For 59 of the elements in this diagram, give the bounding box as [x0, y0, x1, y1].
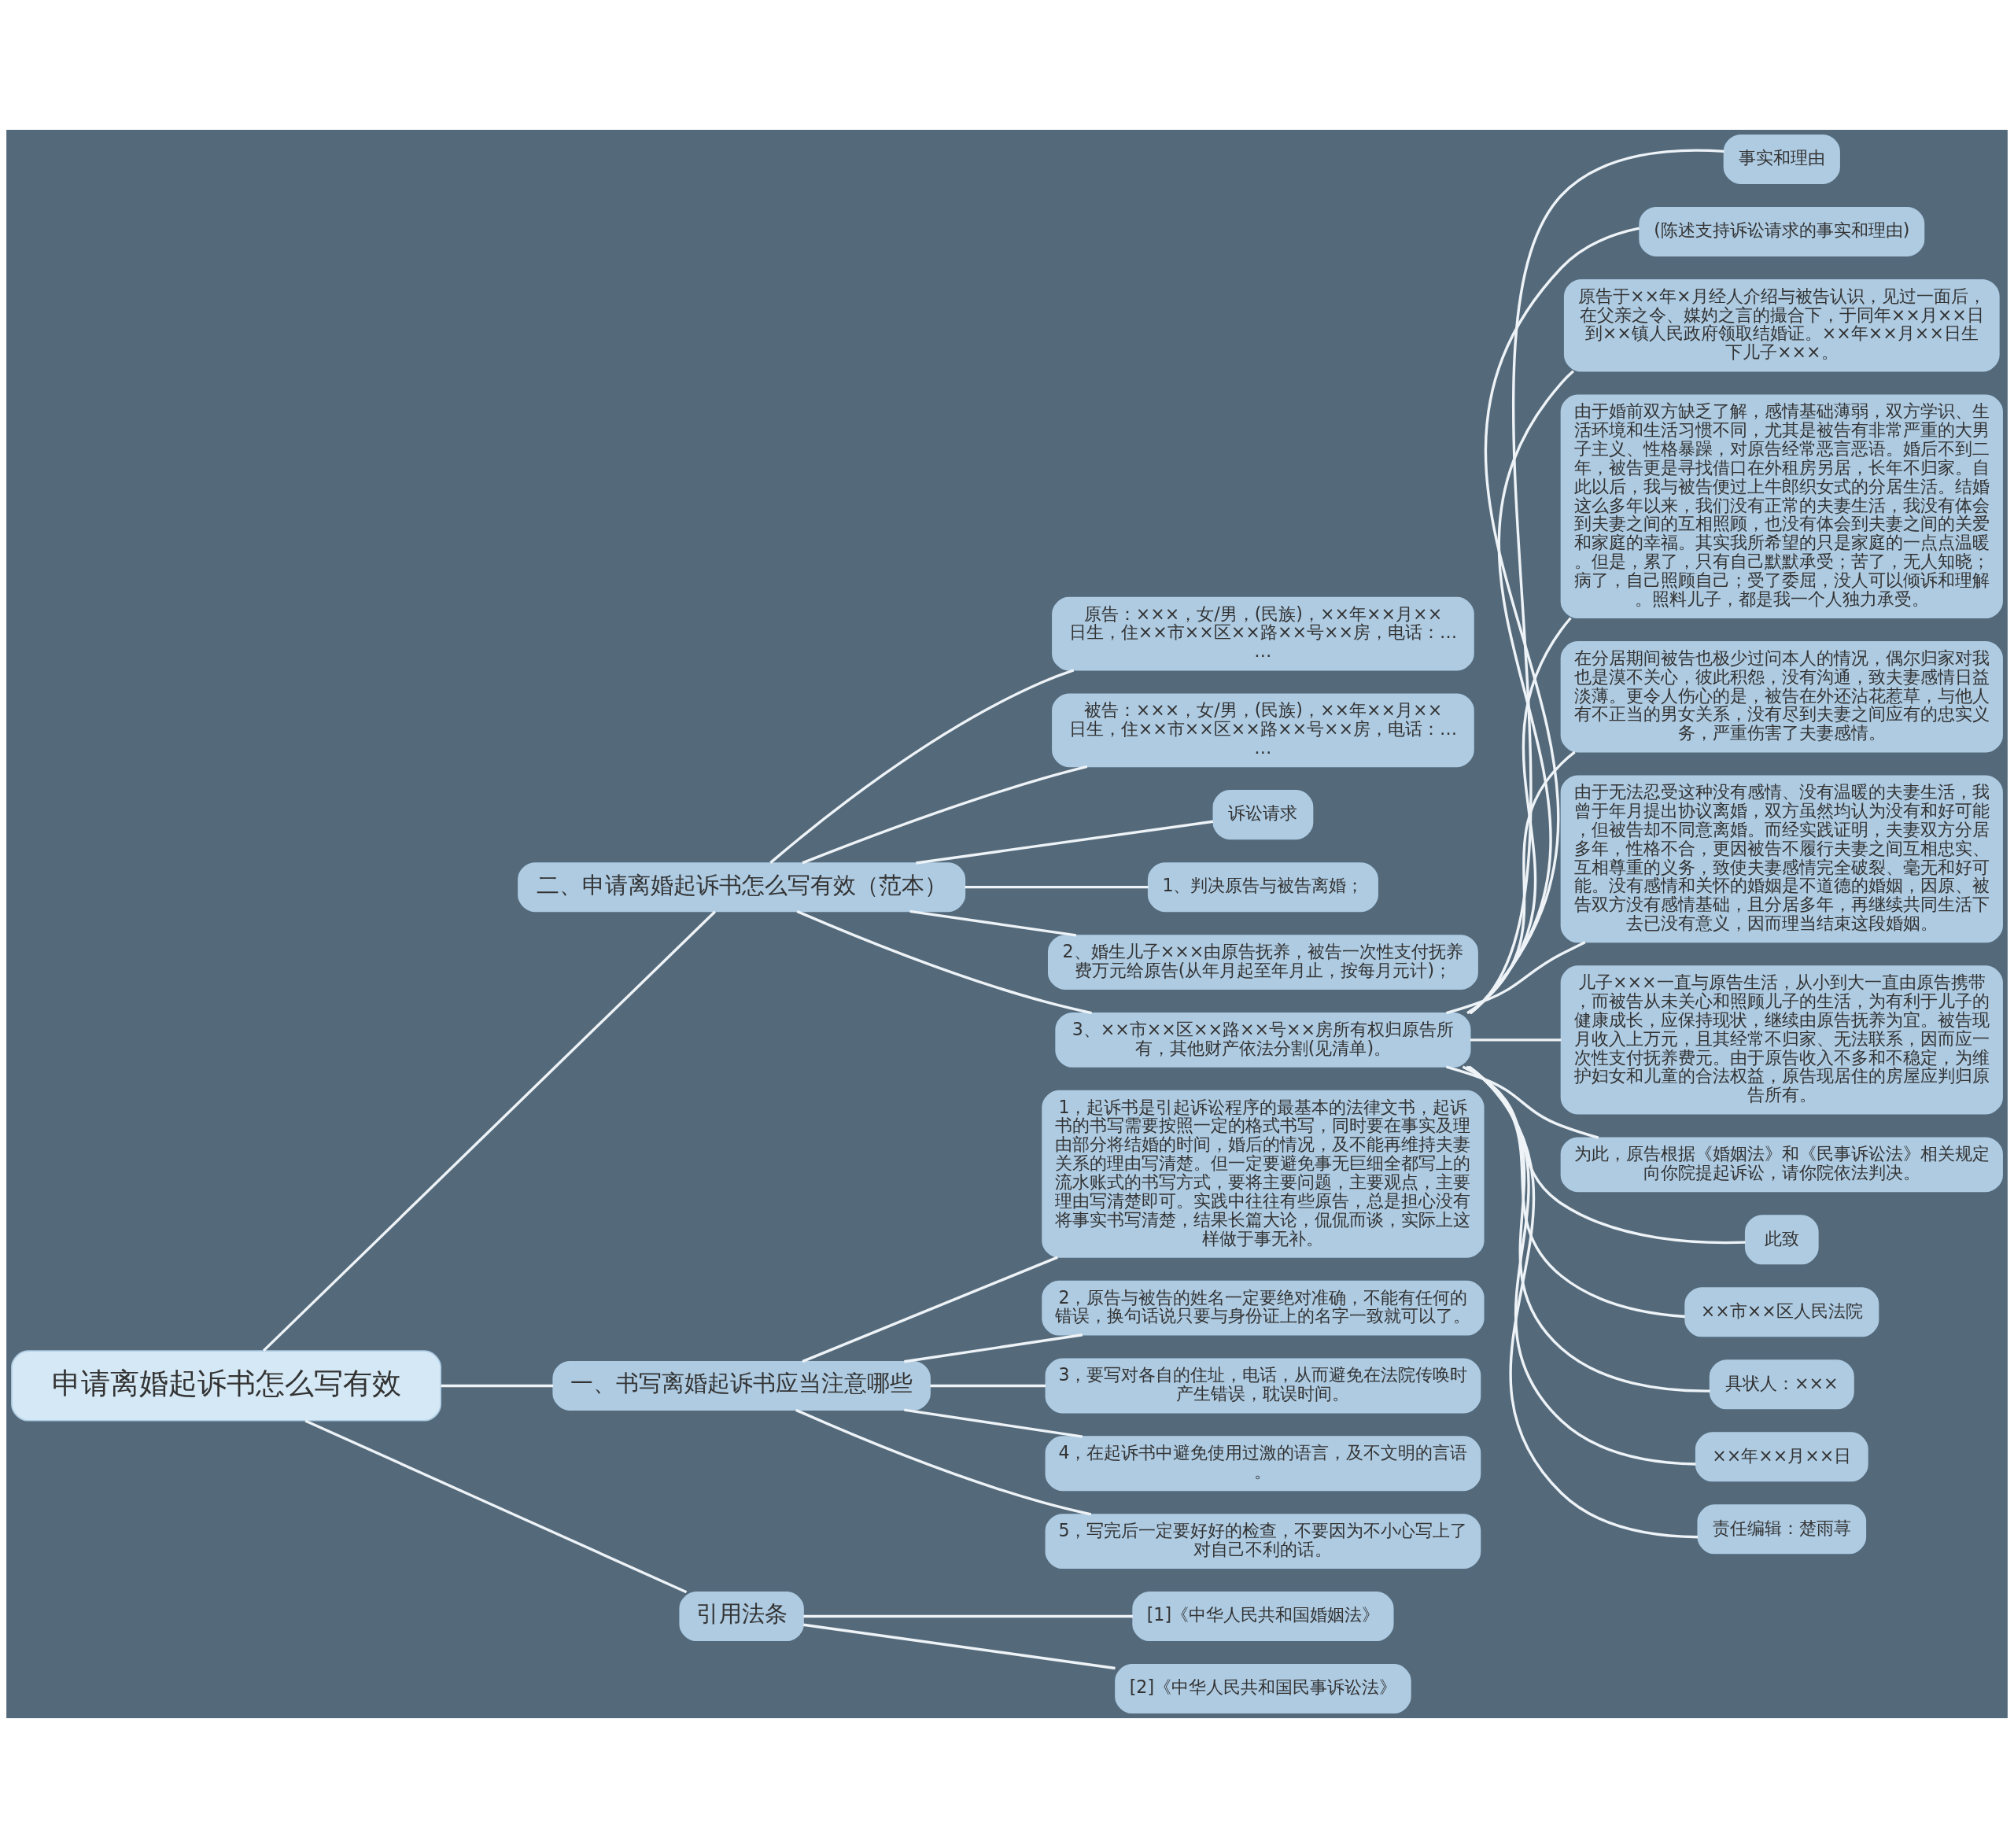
connector	[1469, 149, 1724, 1015]
connector	[1466, 751, 1576, 1015]
connector	[262, 910, 717, 1352]
node-box: [2]《中华人民共和国民事诉讼法》	[1115, 1664, 1411, 1714]
node-box: 二、申请离婚起诉书怎么写有效（范本）	[518, 862, 966, 913]
node-box: 为此，原告根据《婚姻法》和《民事诉讼法》相关规定向你院提起诉讼，请你院依法判决。	[1560, 1137, 2003, 1193]
connector	[1462, 1065, 1746, 1245]
node-box: 责任编辑：楚雨荨	[1697, 1504, 1867, 1555]
node-box: 一、书写离婚起诉书应当注意哪些	[552, 1360, 931, 1411]
connector	[802, 1256, 1058, 1363]
node-box: 此致	[1744, 1215, 1819, 1265]
node-box: 诉讼请求	[1212, 790, 1314, 840]
connector	[304, 1419, 688, 1594]
connector	[803, 1623, 1116, 1670]
node-box: 引用法条	[679, 1592, 804, 1642]
connector	[769, 669, 1075, 864]
node-box: 在分居期间被告也极少过问本人的情况，偶尔归家对我也是漠不关心，彼此积怨，没有沟通，致夫妻感情日益淡薄。更令人伤心的是，被告在外还沾花惹草，与他人有不正当的男女关系，没有尽到夫妻之间应有的忠实义务，严重伤害了夫妻感情。	[1560, 641, 2003, 753]
connector	[909, 909, 1077, 937]
connector	[802, 765, 1088, 865]
connector	[1446, 1065, 1599, 1139]
node-box: 1，起诉书是引起诉讼程序的最基本的法律文书，起诉书的书写需要按照一定的格式书写，同时要在事实及理由部分将结婚的时间，婚后的情况，及不能再维持夫妻关系的理由写清楚。但一定要避免事无巨细全都写上的流水账式的书写方式，要将主要问题，主要观点，主要理由写清楚即可。实践中往往有些原告，总是担心没有将事实书写清楚，结果长篇大论，侃侃而谈，实际上这样做于事无补。	[1042, 1090, 1485, 1258]
node-box: 3、××市××区××路××号××房所有权归原告所有，其他财产依法分割(见清单)。	[1055, 1012, 1471, 1068]
node-box: ××市××区人民法院	[1684, 1287, 1879, 1337]
connector	[1468, 617, 1572, 1014]
connector	[1467, 1065, 1696, 1466]
node-box: (陈述支持诉讼请求的事实和理由)	[1639, 206, 1925, 256]
node-box: 原告：×××，女/男，(民族)，××年××月××日生，住××市××区××路××号××房，电话：……	[1052, 596, 1474, 671]
node-box: [1]《中华人民共和国婚姻法》	[1132, 1592, 1394, 1642]
connector	[916, 820, 1214, 865]
node-box: 原告于××年×月经人介绍与被告认识，见过一面后，在父亲之令、媒妁之言的撮合下，于同年××月××日到××镇人民政府领取结婚证。××年××月××日生下儿子×××。	[1563, 278, 2000, 372]
connector	[965, 885, 1149, 889]
node-box: 2，原告与被告的姓名一定要绝对准确，不能有任何的错误，换句话说只要与身份证上的名字一致就可以了。	[1042, 1280, 1485, 1336]
connector	[1469, 370, 1574, 1014]
connector	[1468, 1065, 1699, 1539]
connector	[904, 1408, 1083, 1438]
node-box: 由于婚前双方缺乏了解，感情基础薄弱，双方学识、生活环境和生活习惯不同，尤其是被告有非常严重的大男子主义、性格暴躁，对原告经常恶言恶语。婚后不到二年，被告更是寻找借口在外租房另居，长年不归家。自此以后，我与被告便过上牛郎织女式的分居生活。结婚这么多年以来，我们没有正常的夫妻生活，我没有体会到夫妻之间的互相照顾，也没有体会到夫妻之间的关爱和家庭的幸福。其实我所希望的只是家庭的一点点温暖。但是，累了，只有自己默默承受；苦了，无人知晓；病了，自己照顾自己；受了委屈，没人可以倾诉和理解。照料儿子，都是我一个人独力承受。	[1560, 394, 2003, 619]
node-box: ××年××月××日	[1695, 1432, 1868, 1482]
node-box: 2、婚生儿子×××由原告抚养，被告一次性支付抚养费万元给原告(从年月起至年月止，按每月元计)；	[1047, 935, 1478, 990]
node-box: 由于无法忍受这种没有感情、没有温暖的夫妻生活，我曾于年月提出协议离婚，双方虽然均认为没有和好可能，但被告却不同意离婚。而经实践证明，夫妻双方分居多年，性格不合，更因被告不履行夫妻之间互相忠实、互相尊重的义务，致使夫妻感情完全破裂、毫无和好可能。没有感情和关怀的婚姻是不道德的婚姻，因原、被告双方没有感情基础，且分居多年，再继续共同生活下去已没有意义，因而理当结束这段婚姻。	[1560, 775, 2003, 943]
connector	[904, 1333, 1083, 1363]
node-box: 被告：×××，女/男，(民族)，××年××月××日生，住××市××区××路××号××房，电话：……	[1052, 693, 1474, 768]
node-box: 1、判决原告与被告离婚；	[1147, 862, 1378, 913]
connector	[1469, 227, 1640, 1015]
node-box: 3，要写对各自的住址，电话，从而避免在法院传唤时产生错误，耽误时间。	[1045, 1358, 1481, 1414]
connector	[803, 1614, 1133, 1618]
connector	[1470, 1038, 1562, 1042]
node-box: 事实和理由	[1723, 134, 1840, 184]
node-box: 儿子×××一直与原告生活，从小到大一直由原告携带，而被告从未关心和照顾儿子的生活，为有利于儿子的健康成长，应保持现状，继续由原告抚养为宜。被告现月收入上万元，且其经常不归家、无法联系，因而应一次性支付抚养费元。由于原告收入不多和不稳定，为维护妇女和儿童的合法权益，原告现居住的房屋应判归原告所有。	[1560, 965, 2003, 1115]
node-box: 5，写完后一定要好好的检查，不要因为不小心写上了对自己不利的话。	[1045, 1514, 1481, 1569]
connector	[1446, 941, 1586, 1015]
node-box: 4，在起诉书中避免使用过激的语言，及不文明的言语。	[1045, 1436, 1481, 1492]
connector	[796, 909, 1092, 1015]
connector	[1467, 1065, 1710, 1392]
connector	[795, 1408, 1092, 1516]
connector	[1466, 1065, 1685, 1319]
node-box: 具状人：×××	[1709, 1359, 1854, 1410]
node-box: 申请离婚起诉书怎么写有效	[11, 1350, 441, 1422]
connector	[441, 1384, 554, 1388]
connector	[930, 1384, 1046, 1388]
